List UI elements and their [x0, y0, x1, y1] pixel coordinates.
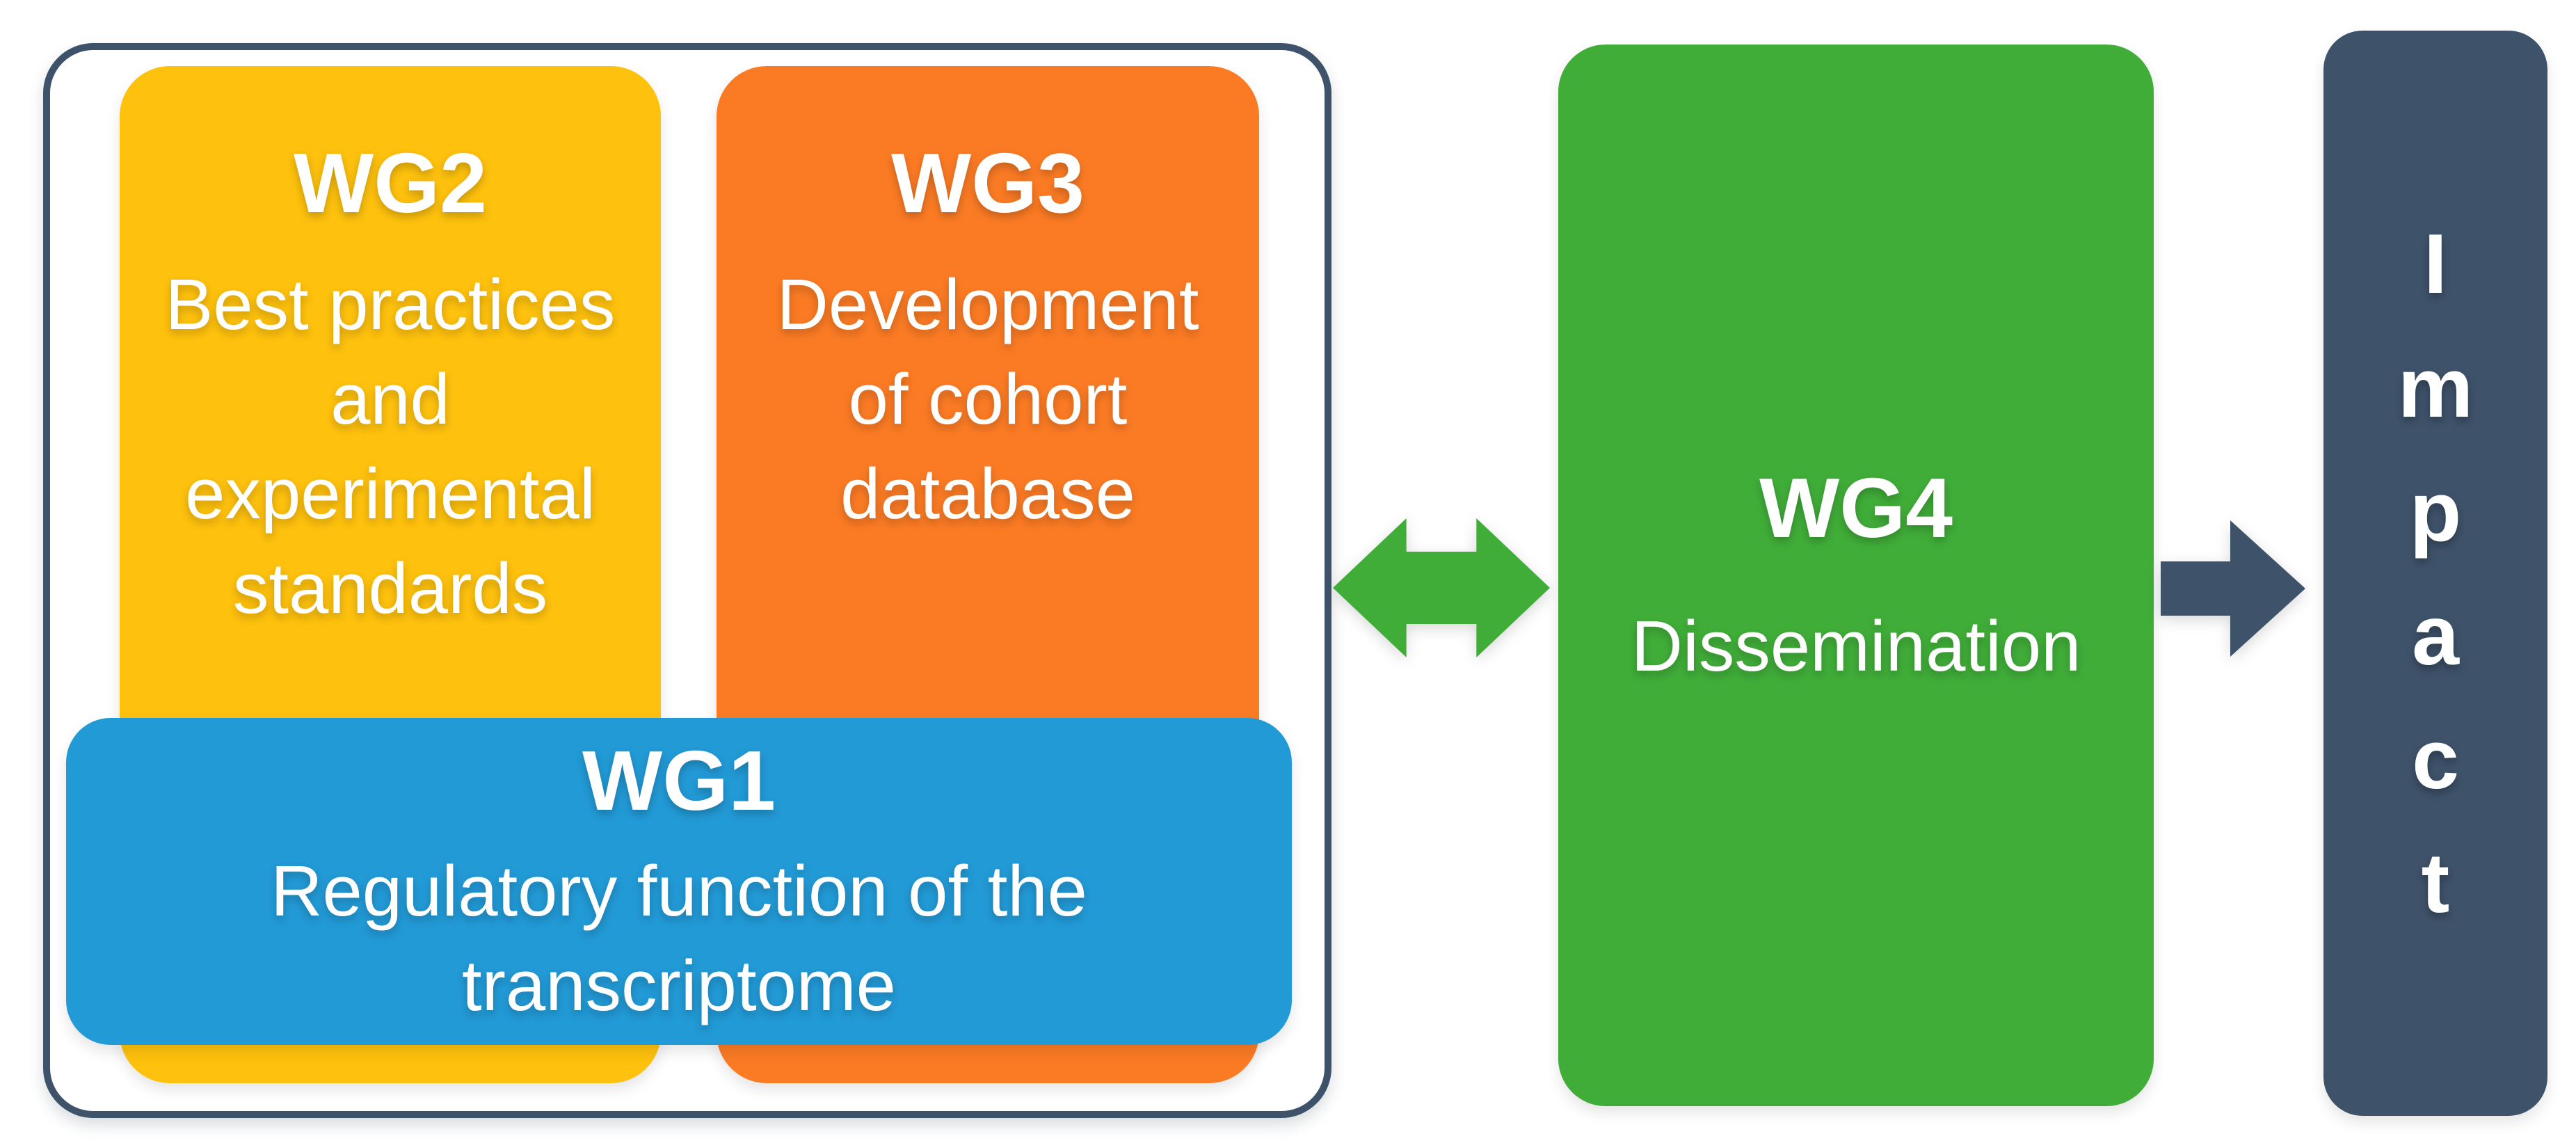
wg3-title: WG3: [891, 136, 1085, 230]
wg1-body: Regulatory function of the transcriptome: [271, 851, 1087, 1025]
wg3-body: Development of cohort database: [776, 264, 1199, 534]
double-headed-arrow-icon: [1333, 518, 1550, 657]
impact-box: I m p a c t: [2323, 31, 2547, 1116]
wg4-body: Dissemination: [1631, 606, 2081, 686]
wg2-title: WG2: [294, 136, 487, 230]
wg1-box: WG1 Regulatory function of the transcrip…: [66, 718, 1292, 1045]
wg1-title: WG1: [582, 733, 776, 828]
wg4-box: WG4 Dissemination: [1558, 45, 2154, 1106]
impact-vertical-label: I m p a c t: [2397, 216, 2474, 930]
wg2-body: Best practices and experimental standard…: [165, 264, 616, 628]
right-arrow-icon: [2161, 520, 2305, 657]
wg4-title: WG4: [1759, 461, 1953, 555]
